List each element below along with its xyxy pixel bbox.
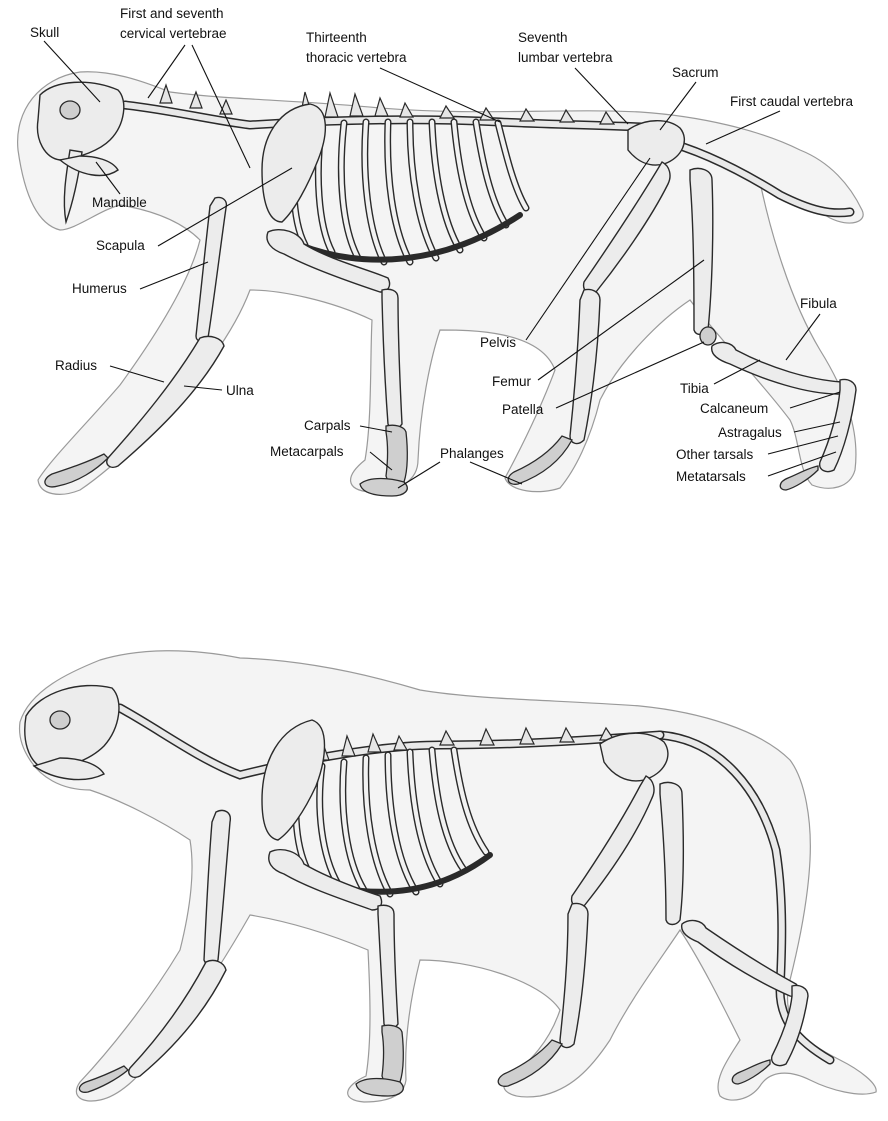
label-astragalus: Astragalus [718,425,782,440]
label-metatarsals: Metatarsals [676,469,746,484]
label-mandible: Mandible [92,195,147,210]
label-lumbar-line2: lumbar vertebra [518,50,613,65]
label-first-caudal: First caudal vertebra [730,94,854,109]
label-skull: Skull [30,25,59,40]
label-carpals: Carpals [304,418,351,433]
label-radius: Radius [55,358,97,373]
label-pelvis: Pelvis [480,335,516,350]
label-scapula: Scapula [96,238,145,253]
label-other-tarsals: Other tarsals [676,447,754,462]
label-thoracic-line2: thoracic vertebra [306,50,407,65]
label-lumbar-line1: Seventh [518,30,568,45]
label-thoracic-line1: Thirteenth [306,30,367,45]
label-femur: Femur [492,374,532,389]
label-patella: Patella [502,402,544,417]
label-fibula: Fibula [800,296,837,311]
label-ulna: Ulna [226,383,254,398]
label-humerus: Humerus [72,281,127,296]
label-phalanges: Phalanges [440,446,504,461]
bottom-skeleton [19,651,876,1102]
label-sacrum: Sacrum [672,65,719,80]
label-cervical-line1: First and seventh [120,6,224,21]
label-metacarpals: Metacarpals [270,444,344,459]
label-cervical-line2: cervical vertebrae [120,26,227,41]
label-tibia: Tibia [680,381,709,396]
label-calcaneum: Calcaneum [700,401,768,416]
